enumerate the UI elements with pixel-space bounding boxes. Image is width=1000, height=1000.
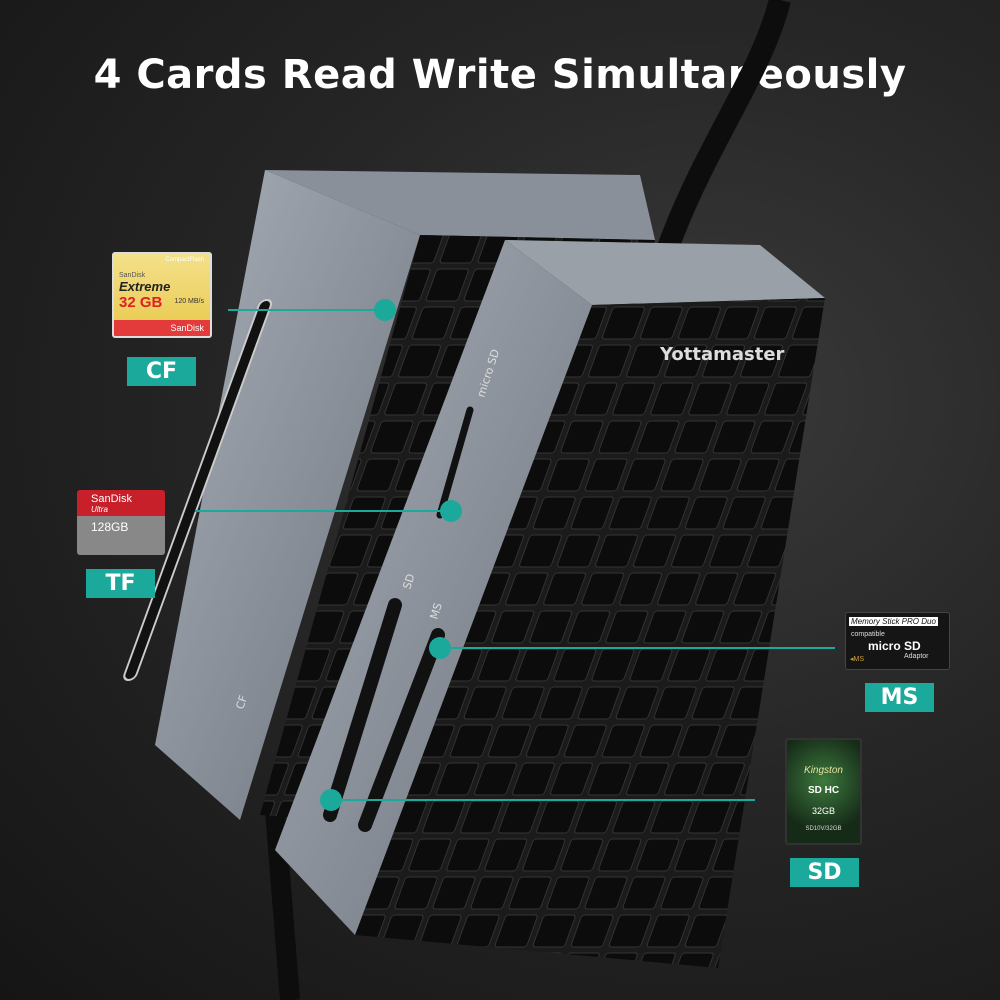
cf-card-footer: SanDisk — [114, 320, 210, 336]
back-unit-top — [265, 170, 655, 240]
ms-card-sub: Adaptor — [904, 653, 929, 660]
slot-label-ms: MS — [427, 601, 444, 621]
micro-sd-slot — [436, 406, 474, 519]
headline: 4 Cards Read Write Simultaneously — [93, 52, 907, 98]
sd-card-class: SD HC — [807, 785, 840, 796]
sd-callout-dot — [320, 789, 342, 811]
sd-slot — [323, 598, 402, 822]
sd-card-capacity: 32GB — [811, 806, 835, 816]
ms-slot — [358, 628, 445, 832]
tf-card-capacity: 128GB — [91, 520, 129, 534]
front-unit-side — [275, 240, 592, 935]
cf-card-image: CompactFlash SanDisk Extreme 32 GB 120 M… — [112, 252, 212, 338]
cf-card-speed: 120 MB/s — [174, 298, 204, 305]
tf-card-image: SanDisk Ultra 128GB — [77, 490, 165, 555]
usb-cable — [649, 0, 791, 274]
ms-callout-dot — [429, 637, 451, 659]
cf-label: CF — [127, 357, 196, 386]
brand-logo: Yottamaster — [659, 344, 785, 365]
ms-card-image: Memory Stick PRO Duo compatible micro SD… — [845, 612, 950, 670]
ms-card-main: micro SD — [868, 639, 921, 653]
tf-card-line: Ultra — [91, 505, 108, 514]
tf-callout-dot — [440, 500, 462, 522]
cf-card-brand: SanDisk — [119, 272, 146, 279]
sd-card-model: SD10V/32GB — [805, 826, 842, 832]
front-unit-top — [505, 240, 825, 305]
sd-label: SD — [790, 858, 859, 887]
slot-label-sd: SD — [400, 572, 417, 591]
slot-label-cf: CF — [233, 694, 250, 711]
sd-card-image: Kingston SD HC 32GB SD10V/32GB — [785, 738, 862, 845]
cf-card-capacity: 32 GB — [119, 294, 163, 311]
cf-card-top: CompactFlash — [165, 257, 204, 263]
ms-label: MS — [865, 683, 934, 712]
sd-card-brand: Kingston — [804, 765, 843, 776]
tf-card-brand: SanDisk — [91, 493, 132, 505]
cf-slot — [123, 299, 273, 681]
tf-label: TF — [86, 569, 155, 598]
ms-card-compat: compatible — [851, 631, 885, 638]
cf-callout-dot — [374, 299, 396, 321]
usb-cable-bottom — [265, 809, 300, 1000]
ms-card-line: Memory Stick PRO Duo — [849, 617, 938, 626]
cf-card-line: Extreme — [119, 279, 171, 294]
back-unit-side — [155, 170, 420, 820]
ms-card-slot: ◂MS — [850, 656, 865, 663]
